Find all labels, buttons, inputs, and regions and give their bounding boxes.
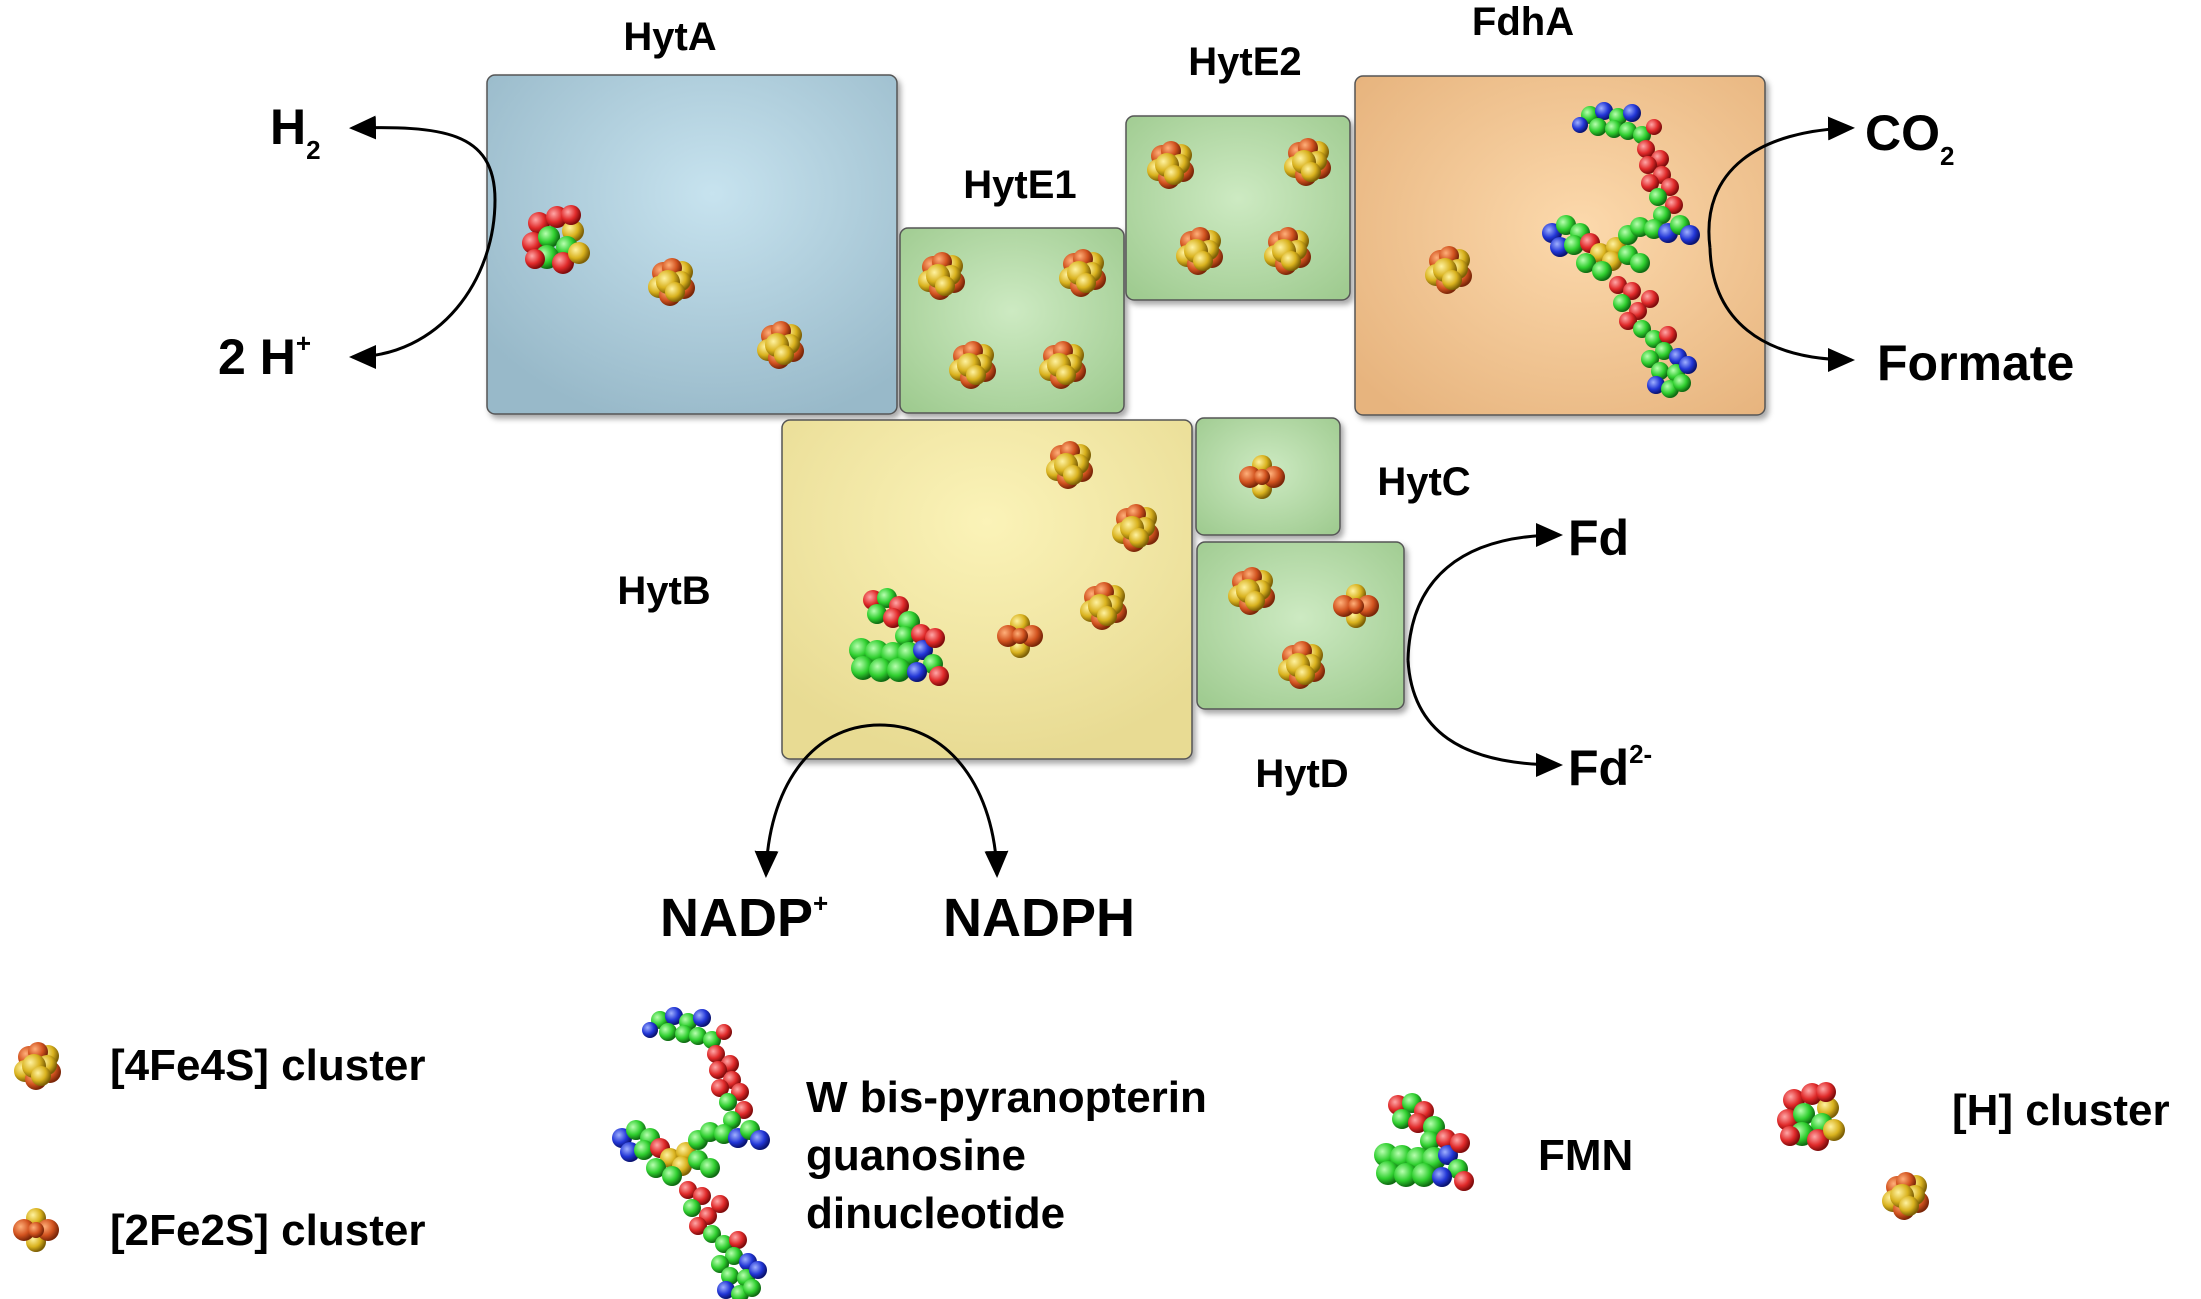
h2-arrow bbox=[349, 115, 497, 201]
protons-arrow bbox=[349, 199, 497, 369]
hyta-h-cluster bbox=[522, 205, 590, 274]
h2-label: H2 bbox=[270, 99, 321, 165]
hytb-label: HytB bbox=[617, 569, 710, 613]
legend-fmn-label: FMN bbox=[1538, 1131, 1633, 1180]
legend-w-cofactor-label: W bis-pyranopterin guanosine dinucleotid… bbox=[806, 1073, 1219, 1238]
legend-fe2s2-icon bbox=[13, 1208, 59, 1252]
hytd-label: HytD bbox=[1255, 752, 1348, 796]
nadph-label: NADPH bbox=[943, 888, 1135, 948]
fd-reduced-label: Fd2- bbox=[1568, 739, 1652, 796]
legend-w-cofactor-icon bbox=[612, 1007, 770, 1299]
fd-label: Fd bbox=[1568, 510, 1629, 566]
hytb-box bbox=[781, 419, 1193, 760]
nadp-label: NADP+ bbox=[660, 888, 828, 948]
legend-fe4s4-icon bbox=[14, 1042, 61, 1090]
legend-fe2s2-label: [2Fe2S] cluster bbox=[110, 1206, 425, 1255]
formate-label: Formate bbox=[1877, 335, 2074, 391]
hyta-label: HytA bbox=[623, 15, 716, 59]
hyte2-label: HytE2 bbox=[1188, 40, 1301, 84]
fd-arrow bbox=[1406, 523, 1563, 661]
co2-label: CO2 bbox=[1865, 105, 1954, 171]
legend-fe4s4-label: [4Fe4S] cluster bbox=[110, 1041, 425, 1090]
nadp-arrow bbox=[754, 723, 881, 878]
legend: [4Fe4S] cluster [2Fe2S] cluster W bis-py… bbox=[13, 1007, 2170, 1299]
co2-arrow bbox=[1707, 116, 1855, 249]
nadph-arrow bbox=[879, 723, 1009, 878]
protons-label: 2 H+ bbox=[218, 328, 311, 385]
legend-h-cluster-core-icon bbox=[1777, 1082, 1845, 1151]
fd-reduced-arrow bbox=[1406, 659, 1563, 777]
legend-h-cluster-fe4s4-icon bbox=[1882, 1172, 1929, 1220]
legend-fmn-icon bbox=[1374, 1093, 1474, 1191]
fdha-label: FdhA bbox=[1472, 0, 1574, 44]
formate-arrow bbox=[1708, 247, 1855, 372]
legend-h-cluster-label: [H] cluster bbox=[1952, 1086, 2170, 1135]
hytc-label: HytC bbox=[1377, 460, 1470, 504]
hyte1-label: HytE1 bbox=[963, 163, 1076, 207]
